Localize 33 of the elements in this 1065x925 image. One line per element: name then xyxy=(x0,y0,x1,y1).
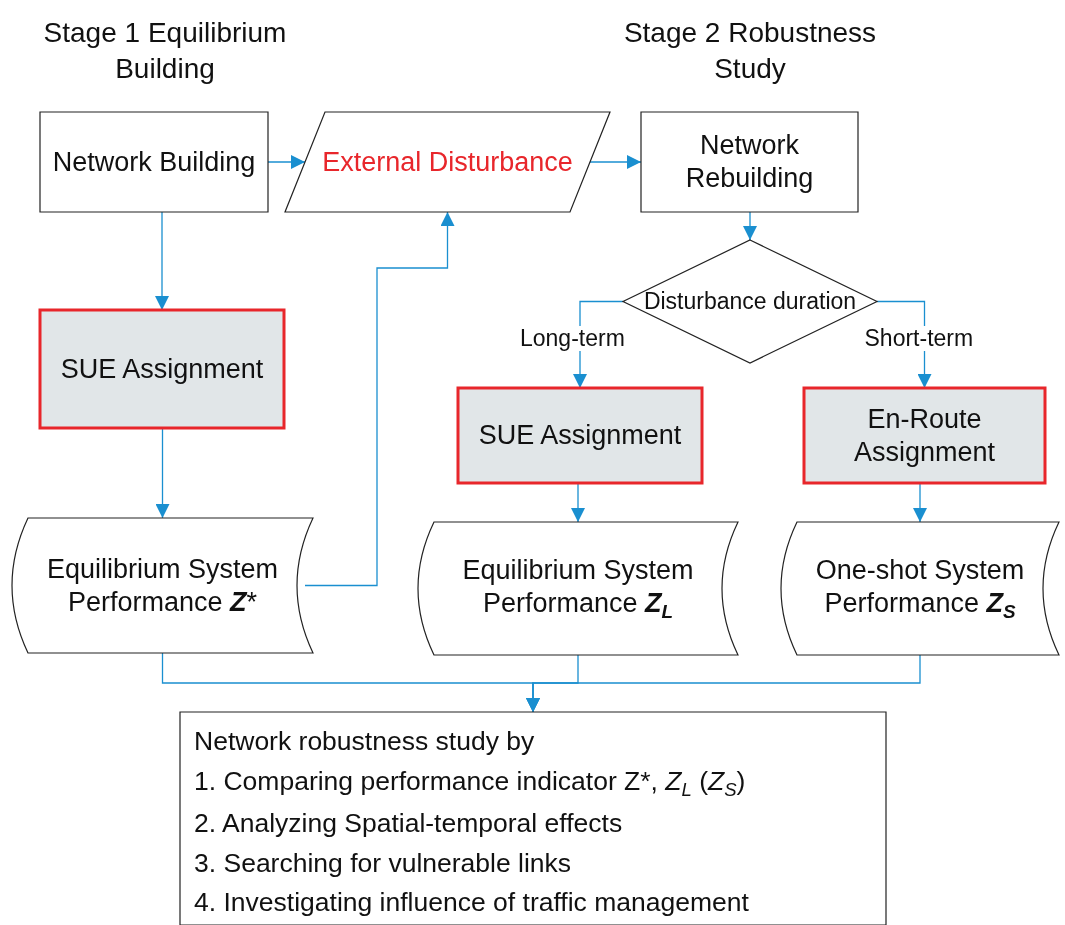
node-label: Network Building xyxy=(51,145,257,179)
process-box xyxy=(40,112,268,212)
node-label: Disturbance duration xyxy=(642,287,858,316)
node-label: Equilibrium System Performance Z$_{L}$ xyxy=(461,553,695,624)
process-box xyxy=(641,112,858,212)
data-storage-shape xyxy=(418,522,738,655)
arrow xyxy=(743,211,757,241)
arrow xyxy=(526,654,921,713)
node-label: Network Rebuilding xyxy=(684,129,815,195)
stage-heading: Stage 2 Robustness Study xyxy=(622,16,878,87)
process-box xyxy=(180,712,886,925)
arrow xyxy=(155,211,169,311)
data-storage-shape xyxy=(12,518,313,653)
node-label: SUE Assignment xyxy=(477,419,683,452)
list-item: 4. Investigating influence of traffic management xyxy=(193,886,750,920)
process-box xyxy=(804,388,1045,483)
list-item: 2. Analyzing Spatial-temporal effects xyxy=(193,806,624,840)
node-label: One-shot System Performance Z$_{S}$ xyxy=(814,553,1026,624)
input-parallelogram xyxy=(285,112,610,212)
node-label: External Disturbance xyxy=(321,145,574,179)
node-label: Equilibrium System Performance Z* xyxy=(45,552,280,619)
list-item: 1. Comparing performance indicator Z*, Z$_{L}$ (Z$_{S}$) xyxy=(193,764,747,803)
data-storage-shape xyxy=(781,522,1059,655)
arrow xyxy=(304,211,455,587)
arrow xyxy=(589,155,642,169)
stage-heading: Stage 1 Equilibrium Building xyxy=(42,16,288,87)
list-item: 3. Searching for vulnerable links xyxy=(193,846,573,880)
edge-label: Long-term xyxy=(518,325,627,351)
node-label: SUE Assignment xyxy=(59,352,265,386)
process-box xyxy=(40,310,284,428)
node-label: En-Route Assignment xyxy=(852,402,997,469)
process-box xyxy=(458,388,702,483)
list-item: Network robustness study by xyxy=(193,725,536,758)
